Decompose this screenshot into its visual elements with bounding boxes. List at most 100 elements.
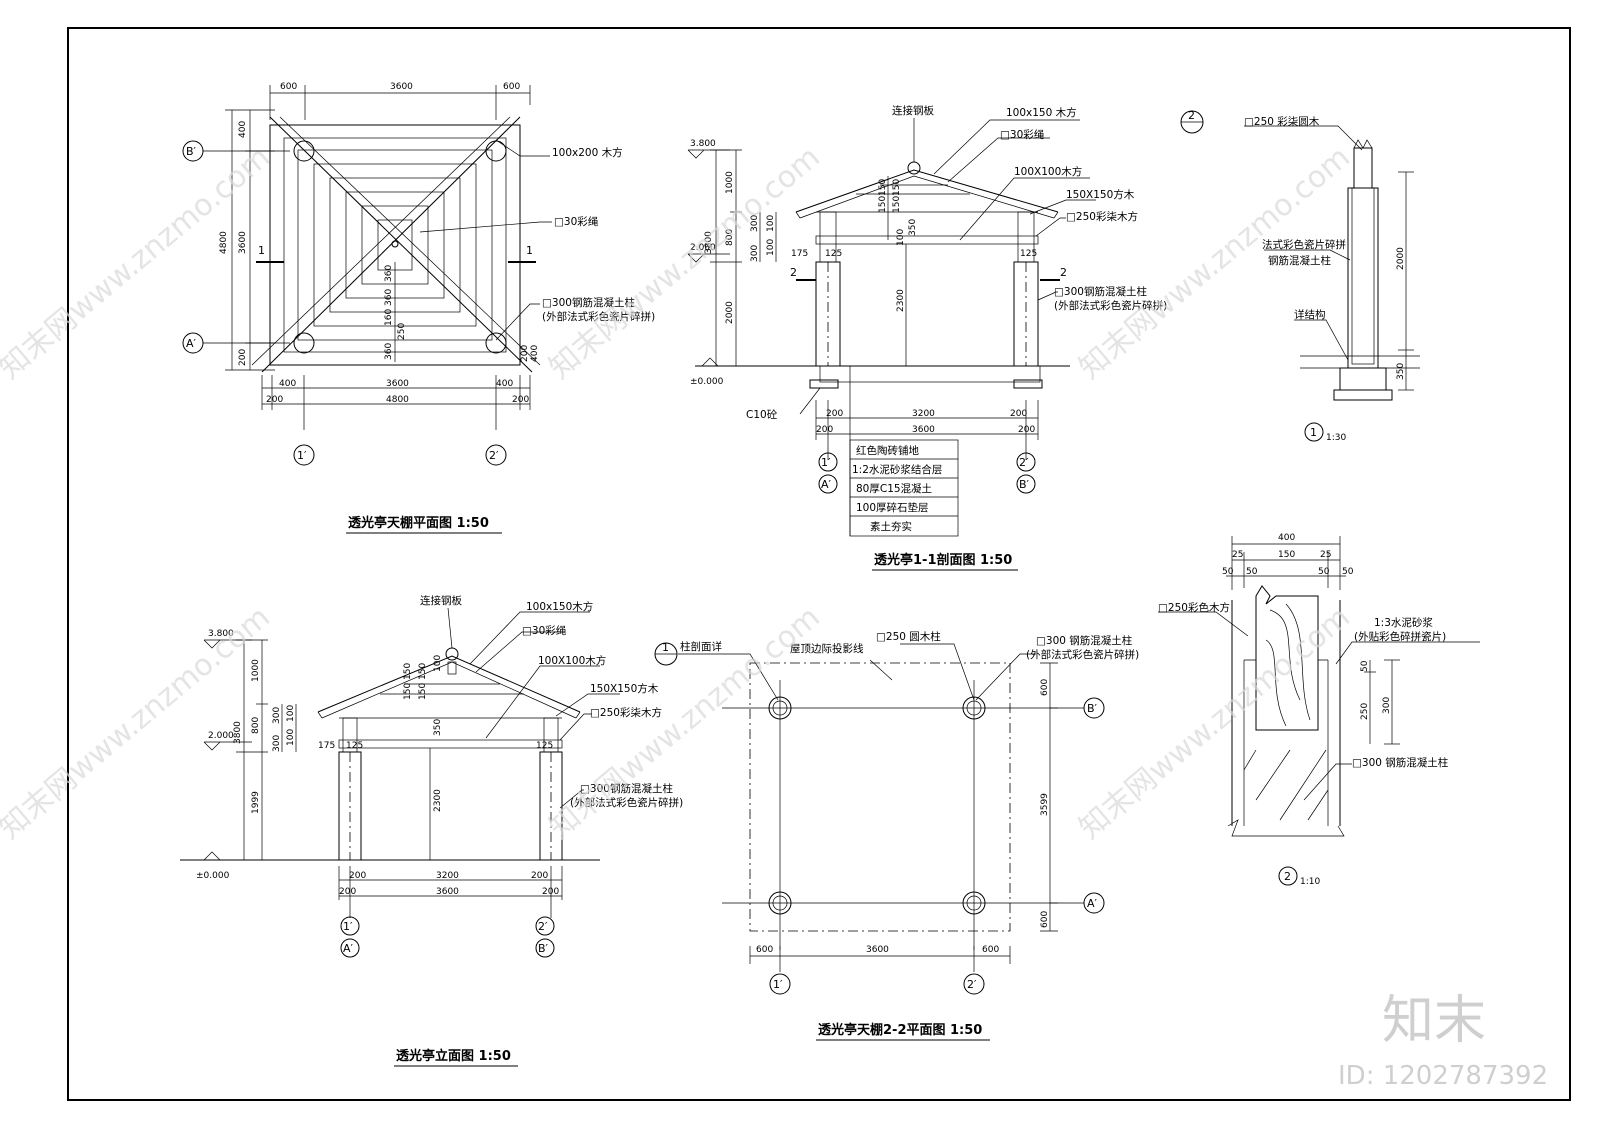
roof-outline <box>269 124 521 366</box>
section-inner-dim-1: 350 <box>908 219 918 236</box>
section-label-beam150: 100x150 木方 <box>1006 106 1077 119</box>
section-roof-dim-1: 150 <box>878 196 888 213</box>
plan-cut-mark-left: 1 <box>258 244 265 257</box>
detail2-right-dim-1: 50 <box>1360 660 1370 672</box>
plan-inner-dim-2: 360 <box>384 289 394 306</box>
plan22-column-a2 <box>962 891 986 915</box>
plan-inner-dim-1: 360 <box>384 265 394 282</box>
section-axis-2: 2′ <box>1019 456 1029 469</box>
section-layer-1: 红色陶砖铺地 <box>856 444 919 457</box>
sheet-frame <box>67 27 1571 1101</box>
plan22-title: 透光亭天棚2-2平面图 1:50 <box>818 1022 982 1038</box>
plan22-bottom-dim-2: 3600 <box>866 945 889 955</box>
watermark-text-1: 知末网www.znzmo.com <box>0 140 277 386</box>
section-col-dim-1: 175 <box>791 249 808 259</box>
section-layer-2: 1:2水泥砂浆结合层 <box>852 463 942 476</box>
section-label-column-1: □300钢筋混凝土柱 <box>1054 285 1147 298</box>
detail1-label-wood: □250 彩柒圆木 <box>1244 115 1320 128</box>
section-elev-top: 3.800 <box>690 139 716 149</box>
plan-inner-dim-3: 160 <box>384 309 394 326</box>
plan-top-dim-3: 600 <box>503 82 520 92</box>
plan22-label-roof-edge: 屋顶边际投影线 <box>790 642 864 655</box>
plan-bottom-dim-b3: 200 <box>512 395 529 405</box>
detail2-low-dim-3: 50 <box>1318 567 1330 577</box>
plan-column-a2 <box>485 332 507 354</box>
plan22-column-b1 <box>768 696 792 720</box>
section-label-c10: C10砼 <box>746 408 778 421</box>
elevation-axis-1: 1′ <box>343 920 353 933</box>
section-base-dim-b3: 200 <box>1018 425 1035 435</box>
elevation-label-rope: □30彩绳 <box>522 624 567 637</box>
detail1-scale-mark: 1 <box>1310 426 1317 439</box>
detail1-column <box>1347 187 1379 369</box>
detail2-low-dim-1: 50 <box>1222 567 1234 577</box>
plan22-axis-1: 1′ <box>773 978 783 991</box>
plan-inner-dim-5: 360 <box>384 343 394 360</box>
watermark-logo: 知末 <box>1382 991 1486 1051</box>
detail1-mark: 2 <box>1188 109 1195 122</box>
elevation-label-plate: 连接钢板 <box>420 594 462 607</box>
watermark-text-5: 知末网www.znzmo.com <box>543 600 827 846</box>
plan-bottom-dim-b1: 200 <box>266 395 283 405</box>
detail1-dim-2: 350 <box>1396 363 1406 380</box>
plan-inner-dim-4: 250 <box>397 323 407 340</box>
plan-left-dim-1: 400 <box>238 121 248 138</box>
section-layer-3: 80厚C15混凝土 <box>856 482 932 495</box>
section-left-dim-2: 800 <box>725 229 735 246</box>
elevation-col-dim-3: 125 <box>536 741 553 751</box>
elevation-col-dim-1: 175 <box>318 741 335 751</box>
section-small-dim-3: 100 <box>766 215 776 232</box>
section-base-dim-a2: 3200 <box>912 409 935 419</box>
plan22-right-dim-2: 3599 <box>1040 793 1050 816</box>
elevation-base-dim-a2: 3200 <box>436 871 459 881</box>
plan22-right-dim-3: 600 <box>1040 911 1050 928</box>
elevation-inner-dim-2: 2300 <box>433 789 443 812</box>
plan22-label-column-1: □300 钢筋混凝土柱 <box>1036 634 1133 647</box>
plan-bottom-dim-a2: 3600 <box>386 379 409 389</box>
detail2-mid-dim-3: 25 <box>1320 550 1331 560</box>
elevation-elev-zero: ±0.000 <box>196 871 230 881</box>
section-base-dim-a3: 200 <box>1010 409 1027 419</box>
section-label-plate: 连接钢板 <box>892 104 934 117</box>
detail1-dim-1: 2000 <box>1396 247 1406 270</box>
section-roof-dim-4: 150 <box>892 196 902 213</box>
plan-bottom-dim-a1: 400 <box>279 379 296 389</box>
plan-2-2: 600 3599 600 600 3600 600 B′ A′ 1′ 2′ 1 … <box>654 630 1139 1041</box>
elevation-small-dim-4: 100 <box>286 729 296 746</box>
detail2-label-column: □300 钢筋混凝土柱 <box>1352 756 1449 769</box>
detail2-label-mortar-1: 1:3水泥砂浆 <box>1374 616 1433 629</box>
elevation-label-square: 150X150方木 <box>590 682 659 695</box>
plan-column-b2 <box>485 140 507 162</box>
roof-plan: 600 3600 600 4800 400 3600 200 360 360 1… <box>182 82 655 534</box>
elevation-roof-dim-5: 100 <box>433 655 443 672</box>
elevation-elev-top: 3.800 <box>208 629 234 639</box>
watermark-text-2: 知末网www.znzmo.com <box>543 140 827 386</box>
roof-edge-projection <box>749 662 1011 932</box>
elevation-base-dim-b1: 200 <box>339 887 356 897</box>
detail1-scale: 1:30 <box>1326 433 1346 443</box>
detail2-top-dim: 400 <box>1278 533 1295 543</box>
section-axis-b: B′ <box>1019 478 1030 491</box>
elevation-axis-2: 2′ <box>538 920 548 933</box>
elevation-label-column-2: (外部法式彩色瓷片碎拼) <box>570 796 683 809</box>
plan-label-beam: 100x200 木方 <box>552 146 623 159</box>
detail2-mid-dim-2: 150 <box>1278 550 1295 560</box>
section-cut-left: 2 <box>790 266 797 279</box>
plan-top-dim-1: 600 <box>280 82 297 92</box>
plan-title: 透光亭天棚平面图 1:50 <box>348 515 489 531</box>
elevation-label-wood250: □250彩柒木方 <box>590 706 662 719</box>
elevation: 150 150 150 150 100 350 2300 3.800 2.000… <box>180 594 683 1067</box>
elevation-small-dim-2: 300 <box>272 735 282 752</box>
plan-label-column-1: □300钢筋混凝土柱 <box>542 296 635 309</box>
plan-top-dim-2: 3600 <box>390 82 413 92</box>
section-elev-zero: ±0.000 <box>690 377 724 387</box>
elevation-base-dim-b2: 3600 <box>436 887 459 897</box>
section-layer-4: 100厚碎石垫层 <box>856 501 929 514</box>
section-label-column-2: (外部法式彩色瓷片碎拼) <box>1054 299 1167 312</box>
section-left-dim-outer: 3800 <box>704 231 714 254</box>
plan22-bottom-dim-3: 600 <box>982 945 999 955</box>
elevation-left-dim-2: 800 <box>251 717 261 734</box>
section-small-dim-4: 100 <box>766 239 776 256</box>
detail2-low-dim-2: 50 <box>1246 567 1258 577</box>
